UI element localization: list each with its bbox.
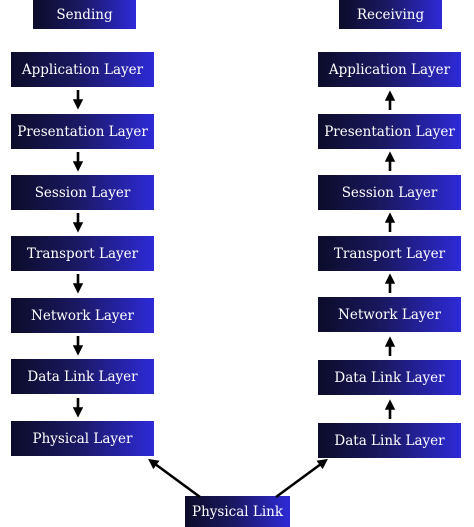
- receiving-transport-layer: Transport Layer: [318, 236, 461, 271]
- sending-application-layer: Application Layer: [11, 52, 154, 87]
- sending-session-layer: Session Layer: [11, 175, 154, 210]
- sending-header: Sending: [33, 0, 136, 29]
- receiving-presentation-layer: Presentation Layer: [318, 114, 461, 149]
- sending-presentation-layer: Presentation Layer: [11, 114, 154, 149]
- receiving-data-link-layer: Data Link Layer: [318, 360, 461, 395]
- receiving-data-link-layer-bottom: Data Link Layer: [318, 423, 461, 458]
- receiving-header: Receiving: [339, 0, 442, 29]
- sending-physical-layer: Physical Layer: [11, 421, 154, 456]
- receiving-application-layer: Application Layer: [318, 52, 461, 87]
- diag-arrow-left: [148, 458, 201, 499]
- sending-data-link-layer: Data Link Layer: [11, 359, 154, 394]
- receiving-network-layer: Network Layer: [318, 297, 461, 332]
- receiving-session-layer: Session Layer: [318, 175, 461, 210]
- sending-network-layer: Network Layer: [11, 298, 154, 333]
- diag-arrow-right: [275, 458, 328, 499]
- physical-link-box: Physical Link: [185, 496, 290, 527]
- sending-transport-layer: Transport Layer: [11, 236, 154, 271]
